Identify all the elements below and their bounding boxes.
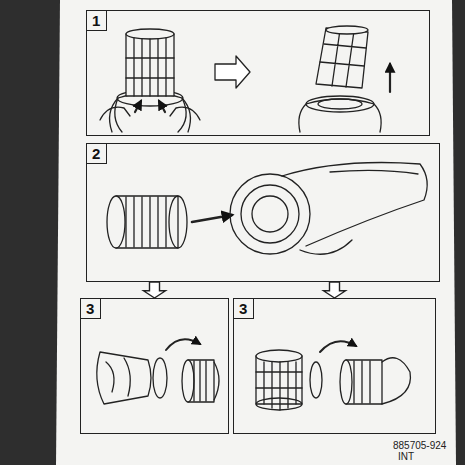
- lift-arrow: [389, 64, 391, 92]
- step-panel: 3: [80, 298, 229, 434]
- step-number: 2: [87, 144, 107, 164]
- step-arrow: [215, 56, 250, 88]
- flow-arrow: [144, 282, 166, 298]
- step-panel: 3: [233, 298, 436, 434]
- part-code: 885705-924: [393, 440, 446, 451]
- pleated-filter: [107, 196, 187, 248]
- press-arrow: [135, 101, 141, 112]
- step-number: 1: [87, 11, 107, 31]
- twist-arrow: [166, 339, 200, 350]
- bag-filter: [97, 352, 219, 404]
- step-number: 3: [81, 299, 101, 319]
- flow-arrow: [324, 282, 346, 298]
- filter-lifted-out: [299, 26, 381, 132]
- part-code: INT: [398, 451, 414, 462]
- insert-arrow: [192, 215, 232, 222]
- twist-arrow: [320, 341, 356, 352]
- press-arrow: [159, 101, 165, 112]
- mesh-filter: [256, 350, 410, 410]
- vacuum-body: [230, 163, 427, 255]
- paper-sheet: [56, 0, 456, 465]
- step-number: 3: [234, 299, 254, 319]
- step-panel: 1: [86, 10, 430, 136]
- step-panel: 2: [86, 143, 440, 282]
- grid-filter-in-cup: [100, 29, 200, 132]
